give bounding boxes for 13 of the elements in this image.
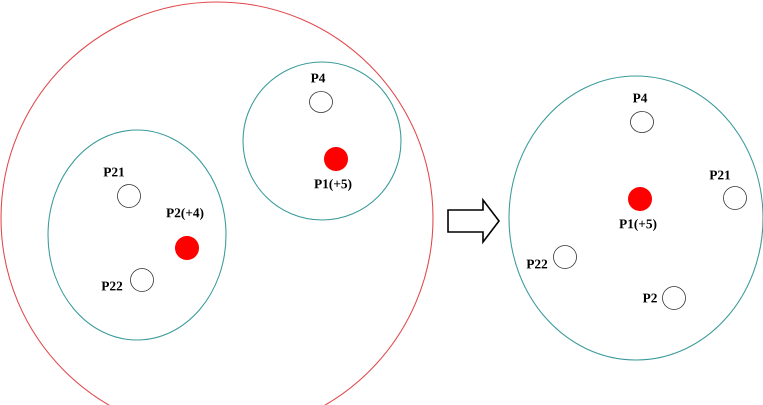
block-arrow <box>447 198 500 244</box>
point-label: P22 <box>526 260 548 268</box>
point-label: P21 <box>104 168 124 176</box>
point-label: P2(+4) <box>166 208 204 220</box>
point-label: P4 <box>632 94 648 102</box>
point-label: P4 <box>310 74 326 82</box>
point-label: P1(+5) <box>314 178 352 192</box>
point-label: P1(+5) <box>619 218 656 232</box>
point-label: P22 <box>102 282 122 290</box>
point-label: P2 <box>642 294 657 302</box>
point-label: P21 <box>710 170 730 180</box>
group-ellipse <box>47 129 227 341</box>
group-circle <box>242 61 402 221</box>
